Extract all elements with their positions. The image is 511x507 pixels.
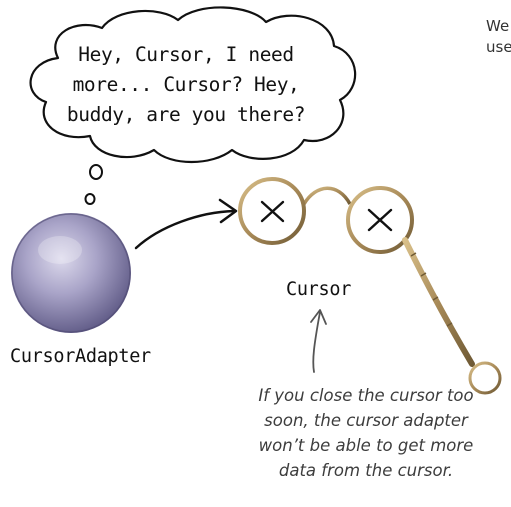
cropped-corner-text: We use <box>486 16 511 58</box>
adapter-to-cursor-arrowhead <box>218 198 238 224</box>
cursor-adapter-ball-highlight <box>38 236 82 264</box>
thought-bubble-text: Hey, Cursor, I need more... Cursor? Hey,… <box>40 40 332 130</box>
spectacles-handle-detail <box>410 252 453 327</box>
annotation-arrow <box>312 311 321 373</box>
annotation-line: data from the cursor. <box>278 461 454 480</box>
thought-line: buddy, are you there? <box>66 103 306 126</box>
spectacles-bridge <box>302 186 352 205</box>
annotation-line: soon, the cursor adapter <box>264 411 468 430</box>
left-lens-x-mark <box>260 200 285 223</box>
thought-bubble-cloud <box>29 6 357 164</box>
right-lens-x-mark <box>367 208 393 232</box>
corner-text-line: use <box>486 38 511 56</box>
thought-line: Hey, Cursor, I need <box>78 43 294 66</box>
corner-text-line: We <box>486 17 510 35</box>
annotation-line: If you close the cursor too <box>258 386 474 405</box>
cursor-adapter-ball-rim <box>11 213 131 333</box>
cursor-label: Cursor <box>286 279 352 300</box>
spectacles-handle <box>402 237 475 367</box>
cursor-adapter-label: CursorAdapter <box>10 346 151 367</box>
thought-dot-large <box>89 164 103 180</box>
thought-line: more... Cursor? Hey, <box>72 73 300 96</box>
spectacles-handle-ring <box>468 361 502 395</box>
annotation-line: won’t be able to get more <box>258 436 474 455</box>
thought-dot-small <box>84 193 96 205</box>
adapter-to-cursor-arrow <box>134 209 236 250</box>
annotation-arrowhead <box>310 309 327 325</box>
annotation-note: If you close the cursor too soon, the cu… <box>236 383 496 483</box>
cursor-adapter-ball <box>11 213 131 333</box>
